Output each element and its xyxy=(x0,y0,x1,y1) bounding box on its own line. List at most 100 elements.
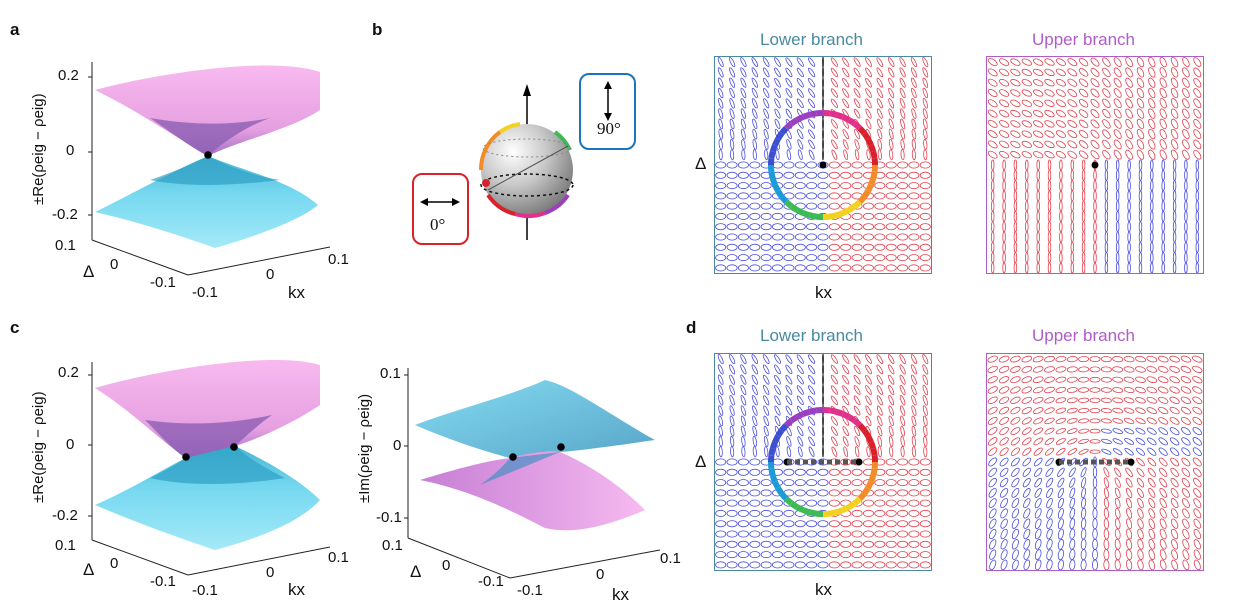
polarization-ellipse xyxy=(897,264,909,272)
polarization-ellipse xyxy=(1021,427,1032,435)
polarization-ellipse xyxy=(817,561,829,569)
polarization-ellipse xyxy=(853,57,861,67)
polarization-ellipse xyxy=(1170,67,1179,78)
polarization-ellipse xyxy=(783,243,795,251)
color-ring-segment xyxy=(857,423,867,433)
color-ring-segment xyxy=(847,500,857,510)
polarization-ellipse xyxy=(987,68,998,77)
polarization-ellipse xyxy=(865,67,872,78)
polarization-ellipse xyxy=(1113,119,1122,129)
polarization-ellipse xyxy=(740,77,747,88)
polarization-ellipse xyxy=(888,405,894,416)
polarization-ellipse xyxy=(1104,241,1109,253)
polarization-ellipse xyxy=(737,264,749,272)
polarization-ellipse xyxy=(1195,210,1200,222)
polarization-ellipse xyxy=(760,223,772,231)
polarization-ellipse xyxy=(806,243,818,251)
polarization-ellipse xyxy=(919,233,931,241)
polarization-ellipse xyxy=(726,468,738,476)
polarization-ellipse xyxy=(806,468,818,476)
polarization-ellipse xyxy=(874,499,886,507)
polarization-ellipse xyxy=(874,509,886,517)
polarization-ellipse xyxy=(760,254,772,262)
polarization-ellipse xyxy=(862,243,874,251)
polarization-ellipse xyxy=(987,376,998,384)
polarization-ellipse xyxy=(1010,130,1021,138)
polarization-ellipse xyxy=(1023,508,1031,519)
polarization-ellipse xyxy=(1137,508,1144,519)
polarization-ellipse xyxy=(1023,528,1031,540)
polarization-ellipse xyxy=(908,223,920,231)
polarization-ellipse xyxy=(865,385,872,395)
c-re-ztick-mid: 0 xyxy=(66,436,75,453)
polarization-ellipse xyxy=(806,264,818,272)
color-ring-segment xyxy=(789,117,799,127)
polarization-ellipse xyxy=(1056,447,1066,456)
polarization-ellipse xyxy=(1078,387,1090,393)
polarization-ellipse xyxy=(987,365,998,373)
polarization-ellipse xyxy=(1013,190,1018,202)
polarization-ellipse xyxy=(1150,159,1154,171)
polarization-ellipse xyxy=(1078,438,1089,444)
polarization-ellipse xyxy=(1046,559,1053,570)
c-im-kx-tick-3: 0.1 xyxy=(660,550,681,567)
polarization-ellipse xyxy=(1023,559,1031,570)
polarization-ellipse xyxy=(752,425,758,437)
polarization-ellipse xyxy=(817,243,829,251)
polarization-ellipse xyxy=(1125,477,1133,488)
polarization-ellipse xyxy=(1021,366,1033,373)
polarization-ellipse xyxy=(840,243,852,251)
polarization-ellipse xyxy=(1170,508,1179,519)
polarization-ellipse xyxy=(1103,477,1109,488)
polarization-ellipse xyxy=(729,98,735,109)
polarization-ellipse xyxy=(717,374,724,385)
polarization-ellipse xyxy=(1059,180,1063,192)
polarization-ellipse xyxy=(1070,231,1075,243)
polarization-ellipse xyxy=(1055,140,1066,149)
polarization-ellipse xyxy=(1021,151,1032,159)
polarization-ellipse xyxy=(808,98,816,109)
polarization-ellipse xyxy=(987,406,998,415)
polarization-ellipse xyxy=(876,385,883,395)
polarization-ellipse xyxy=(1182,139,1190,150)
polarization-ellipse xyxy=(1138,159,1143,171)
polarization-ellipse xyxy=(830,119,838,129)
polarization-ellipse xyxy=(752,138,758,150)
polarization-ellipse xyxy=(1010,417,1021,425)
polarization-ellipse xyxy=(1055,376,1067,383)
color-ring-segment xyxy=(769,440,778,450)
polarization-ellipse xyxy=(737,243,749,251)
polarization-ellipse xyxy=(1089,449,1101,454)
polarization-ellipse xyxy=(1181,437,1191,446)
polarization-ellipse xyxy=(1146,376,1158,384)
c-im-delta-tick-1: 0.1 xyxy=(382,537,403,554)
polarization-ellipse xyxy=(842,67,850,78)
polarization-ellipse xyxy=(806,171,818,179)
color-ring-segment xyxy=(870,468,878,477)
polarization-ellipse xyxy=(806,182,818,190)
polarization-ellipse xyxy=(1148,98,1156,109)
polarization-ellipse xyxy=(726,499,738,507)
polarization-ellipse xyxy=(729,138,735,150)
polarization-ellipse xyxy=(911,138,917,150)
polarization-ellipse xyxy=(1159,559,1167,570)
polarization-ellipse xyxy=(1002,169,1006,181)
polarization-ellipse xyxy=(1193,77,1202,88)
polarization-ellipse xyxy=(1089,397,1101,403)
panel-c-re-plot xyxy=(88,359,331,576)
polarization-ellipse xyxy=(989,528,997,540)
polarization-ellipse xyxy=(1114,507,1121,519)
polarization-ellipse xyxy=(1022,457,1032,467)
polarization-ellipse xyxy=(1150,169,1154,181)
polarization-ellipse xyxy=(1047,180,1052,192)
polarization-ellipse xyxy=(853,395,861,406)
polarization-ellipse xyxy=(919,479,931,487)
polarization-ellipse xyxy=(1180,376,1192,384)
polarization-ellipse xyxy=(999,427,1009,436)
polarization-ellipse xyxy=(908,468,920,476)
polarization-ellipse xyxy=(772,161,784,169)
polarization-ellipse xyxy=(1089,387,1101,393)
polarization-ellipse xyxy=(1025,231,1029,243)
polarization-ellipse xyxy=(862,540,874,548)
polarization-ellipse xyxy=(726,202,738,210)
